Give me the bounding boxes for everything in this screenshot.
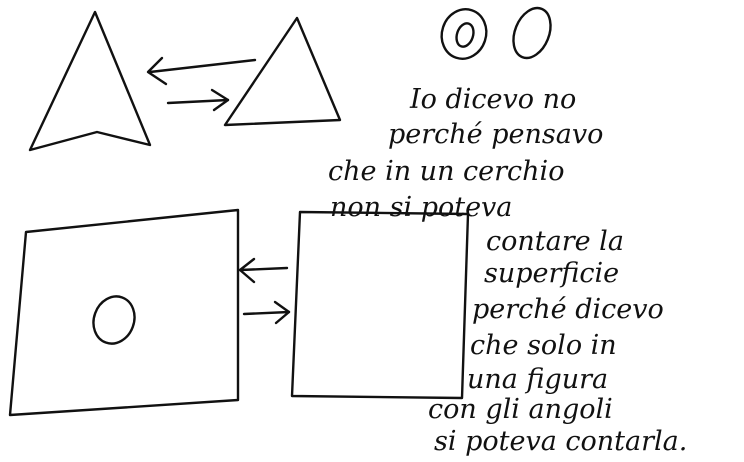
handwritten-note: Io dicevo no perché pensavo che in un ce… [328, 84, 687, 457]
large-square [8, 208, 240, 417]
arrow-right-icon [242, 300, 291, 325]
note-line: Io dicevo no [409, 84, 576, 115]
note-line: una figura [467, 364, 608, 395]
arrow-left-icon [238, 257, 289, 284]
note-line: che in un cerchio [328, 156, 564, 187]
large-triangle [28, 10, 152, 152]
arrow-left-icon [146, 56, 257, 86]
note-line: con gli angoli [428, 394, 613, 425]
concentric-circles [440, 8, 488, 60]
small-triangle [223, 16, 342, 127]
small-square [290, 210, 470, 400]
single-circle [512, 6, 552, 60]
note-line: perché dicevo [472, 294, 664, 325]
note-line: contare la [486, 226, 624, 257]
note-line: superficie [484, 258, 619, 289]
note-line: perché pensavo [388, 119, 603, 150]
note-line: che solo in [470, 330, 617, 361]
arrow-right-icon [166, 88, 230, 112]
note-line: non si poteva [330, 192, 512, 223]
inner-circle [92, 295, 136, 345]
note-line: si poteva contarla. [434, 426, 687, 457]
